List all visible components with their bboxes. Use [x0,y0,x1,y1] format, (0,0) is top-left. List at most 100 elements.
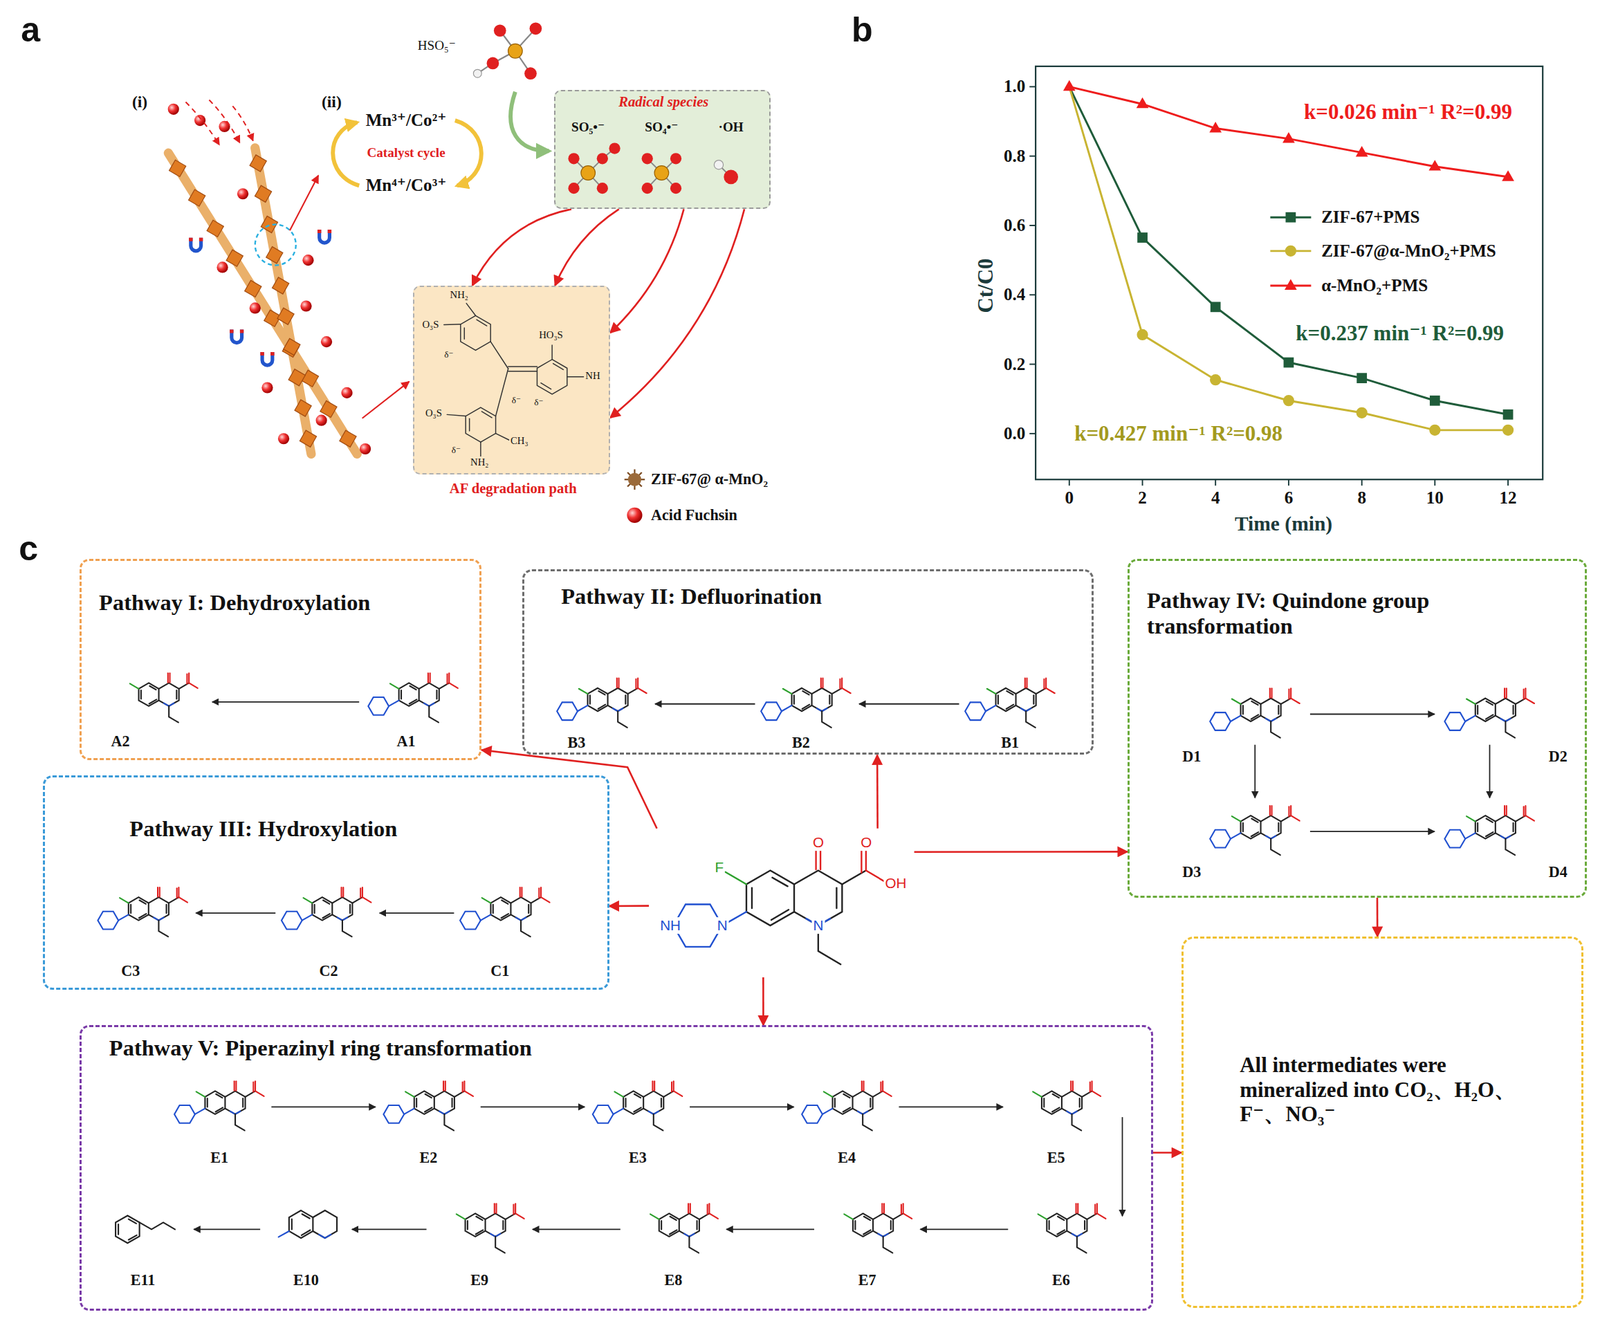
reaction-arrow [193,1228,261,1230]
text-slot: NH [658,917,683,934]
chart [1433,479,1436,486]
acid-fuchsin-structure [553,363,564,371]
molecule-structure [650,1203,719,1253]
axis-title: Time (min) [1234,512,1333,537]
nanorod-illustration [288,369,306,386]
legend-sample [1285,245,1297,257]
legend-icon [626,507,642,523]
text-slot: Radical species [618,94,709,111]
legend-sample [1285,212,1297,223]
text-slot: (i) [132,92,148,112]
molecule-structure [130,673,198,723]
compound-id: C3 [121,962,140,980]
acid-fuchsin-structure [466,303,476,317]
text-slot: OH [884,875,909,892]
text-slot: D1 [1182,748,1201,766]
flow-arrow [481,749,657,829]
atom-label: OH [884,875,909,892]
pms-molecule [524,67,537,80]
pms-molecule [473,22,542,80]
text-slot: (ii) [321,92,342,112]
text-slot: ZIF-67+PMS [1321,207,1420,228]
acid-fuchsin-structure [508,365,538,367]
reaction-arrow [655,703,756,705]
chart [1029,155,1036,158]
acid-fuchsin-structure [447,414,467,416]
text-slot: D2 [1548,748,1568,766]
text-slot: E5 [1047,1148,1066,1167]
radical-illustration [573,148,731,189]
atom-label: O₃S [420,318,440,331]
tick-label: 0.0 [1003,423,1026,444]
text-slot: O₃S [420,318,440,331]
formula: HSO₅⁻ [417,38,456,54]
acid-fuchsin-structure [495,368,509,417]
text-slot: B1 [1000,733,1019,752]
molecule-structure [281,887,371,937]
text-slot: δ⁻ [510,393,523,407]
legend-text: Acid Fuchsin [650,506,738,524]
compound-id: E1 [210,1148,229,1167]
text-slot: 0 [1065,487,1075,508]
pathway-title: Pathway II: Defluorination [561,583,822,610]
legend-text: ZIF-67@α-MnO₂+PMS [1321,240,1497,261]
acid-fuchsin-structure [444,323,461,326]
pathway-box: Pathway II: Defluorination [522,569,1094,755]
chart [1356,372,1367,384]
tick-label: 2 [1137,487,1147,508]
text-slot: 4 [1211,487,1221,508]
radical-illustration [596,152,609,164]
flow-arrow [762,977,765,1026]
reaction-arrow [532,1228,621,1230]
molecule-structure [843,1203,912,1253]
tick-label: 0.4 [1003,284,1026,306]
text-slot: 0.2 [1003,354,1026,375]
rate-annotation: k=0.237 min⁻¹ R²=0.99 [1295,321,1504,347]
chart [1029,66,1543,486]
atom-label: O₃S [424,407,444,420]
molecule-structure [592,1081,683,1131]
radical-illustration [713,159,723,169]
nanorod-illustration [272,277,290,294]
panel-letter: c [18,529,39,570]
pathway-title: Pathway IV: Quindone group transformatio… [1146,587,1576,640]
text-slot: SO₄•⁻ [644,119,678,135]
pms-molecule [473,69,482,78]
chart [1210,301,1221,312]
molecule-structure [1032,1081,1101,1131]
box-title: AF degradation path [449,480,577,498]
legend-icon [627,472,642,487]
chart [1137,232,1148,243]
dye-molecule [300,300,312,312]
text-slot: D4 [1548,863,1568,881]
step-label: (ii) [321,92,342,112]
dye-molecule [168,103,372,455]
dye-molecule [302,254,314,266]
atom-label: F [713,859,726,876]
atom-label: CH₃ [509,435,530,447]
molecule-structure [97,673,1534,1253]
compound-id: E8 [664,1271,683,1289]
nanorod-illustration [283,338,301,355]
radical-illustration [567,182,579,194]
chart [1283,394,1295,407]
molecule-structure [456,1203,525,1253]
tick-label: 8 [1357,487,1367,508]
compound-id: E5 [1047,1148,1066,1167]
nanorod-illustration [301,370,319,387]
magnet-icon [319,229,330,243]
falling-arrows [232,105,254,141]
text-slot: Pathway IV: Quindone group transformatio… [1146,587,1576,640]
parent-molecule: FOOOHNNNH [648,828,915,978]
text-slot: B3 [567,733,586,752]
dye-molecule [261,381,273,393]
tick-label: 10 [1426,487,1444,508]
falling-arrows [208,100,240,144]
text-slot: E3 [628,1148,647,1167]
radical-illustration [596,182,609,194]
reaction-arrow [1254,745,1256,799]
atom-label: NH₂ [469,456,490,469]
ion-pair: Mn³⁺/Co²⁺ [365,110,447,131]
molecule-structure [278,1210,337,1239]
reaction-arrow [271,1106,375,1108]
